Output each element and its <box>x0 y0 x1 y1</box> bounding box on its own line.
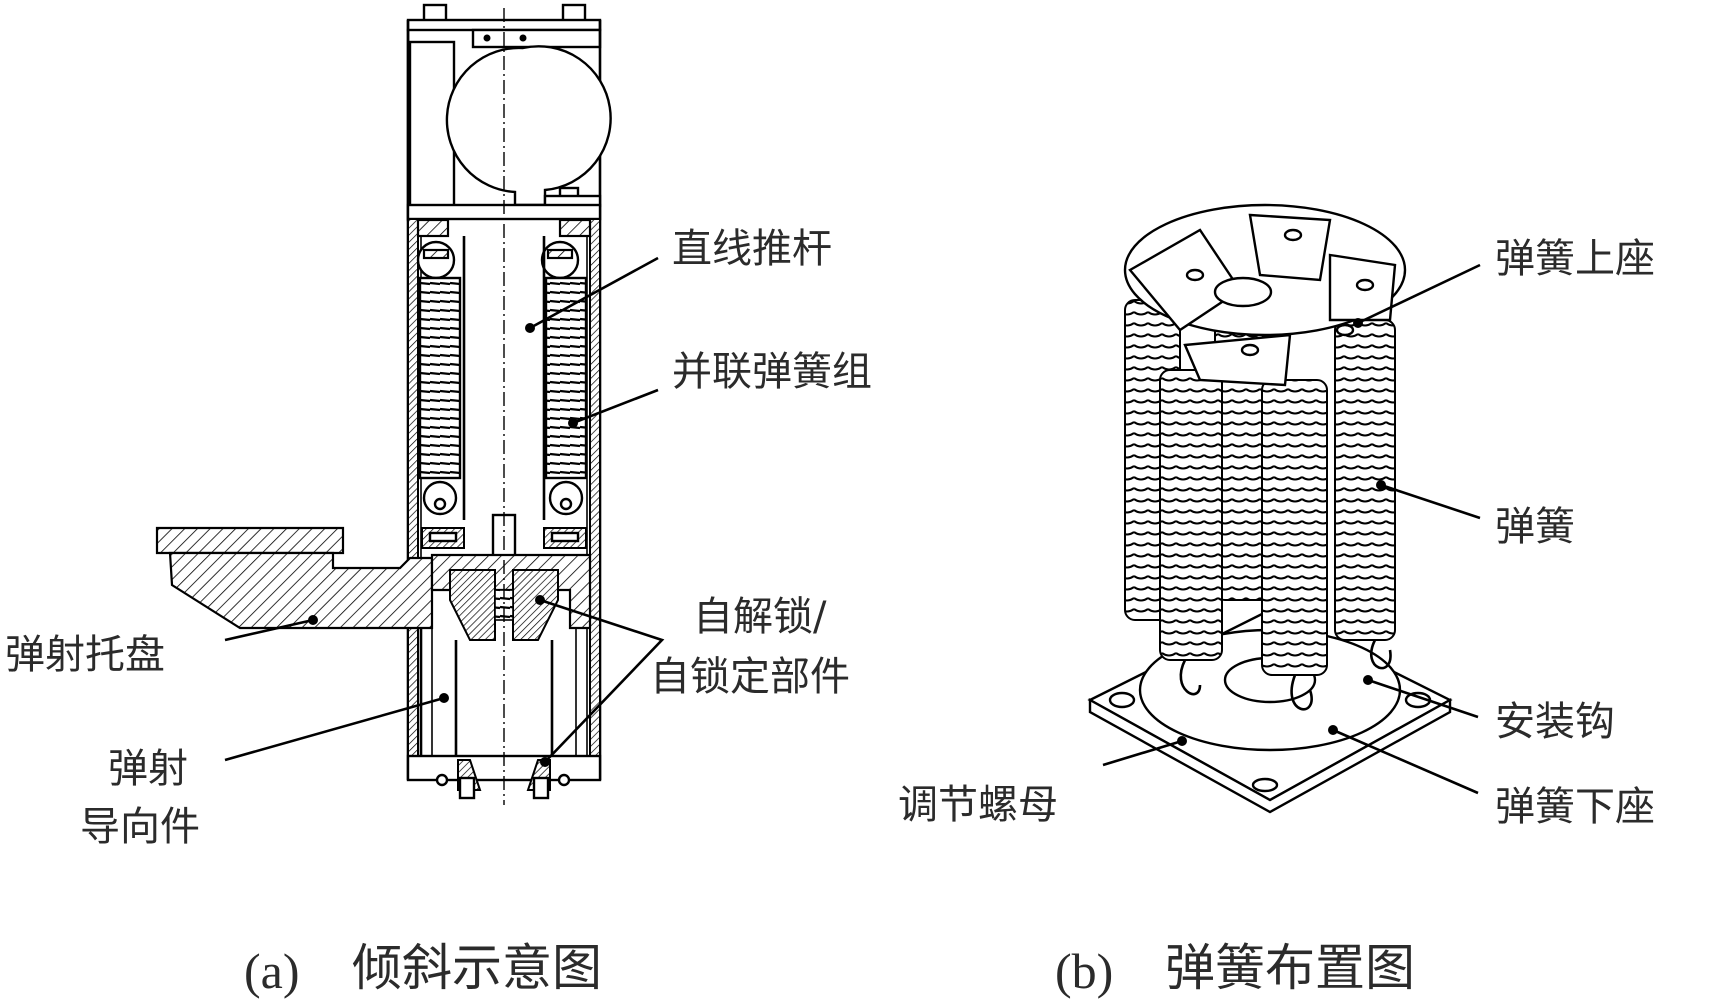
caption-b-text: 弹簧布置图 <box>1165 940 1415 996</box>
lock-jaw-right <box>512 569 559 641</box>
housing-wall-right <box>589 218 601 780</box>
label-self-unlock-line1: 自解锁/ <box>693 594 827 640</box>
caption-b-letter: (b) <box>1055 943 1113 999</box>
leader-lock <box>539 598 665 763</box>
ball-motor <box>445 45 612 207</box>
leader-nut <box>1102 739 1183 767</box>
label-self-unlock-line2: 自锁定部件 <box>650 654 850 700</box>
caption-a-text: 倾斜示意图 <box>352 940 602 996</box>
leader-pushrod <box>529 256 659 330</box>
label-spring: 弹簧 <box>1495 504 1575 550</box>
label-parallel-spring-group: 并联弹簧组 <box>672 349 872 395</box>
spring-left <box>418 276 462 480</box>
leader-spring-group <box>572 388 659 425</box>
label-spring-lower-seat: 弹簧下座 <box>1495 784 1655 830</box>
leader-spring <box>1380 483 1481 520</box>
spring-front-left <box>1159 369 1223 661</box>
label-ejection-guide-line2: 导向件 <box>80 804 200 850</box>
label-spring-upper-seat: 弹簧上座 <box>1495 236 1655 282</box>
leader-tray <box>224 618 314 642</box>
label-linear-pushrod: 直线推杆 <box>672 226 832 272</box>
leader-hook <box>1367 678 1479 719</box>
hook <box>1179 659 1202 696</box>
figure-b-drawing <box>1087 203 1481 814</box>
caption-a-letter: (a) <box>244 943 300 999</box>
label-ejection-tray: 弹射托盘 <box>5 632 165 678</box>
spring-right <box>544 276 588 480</box>
spring-front-center <box>1261 379 1328 676</box>
tray-top-plate <box>155 526 345 555</box>
tray-body <box>168 551 434 630</box>
leader-upper-seat <box>1357 263 1481 325</box>
label-mounting-hook: 安装钩 <box>1495 699 1615 745</box>
spring-right <box>1334 319 1396 641</box>
lock-jaw-left <box>449 569 496 641</box>
leader-guide <box>224 696 445 762</box>
top-bracket <box>471 28 602 49</box>
figure-a-drawing <box>155 3 665 805</box>
label-adjusting-nut: 调节螺母 <box>898 782 1058 828</box>
label-ejection-guide-line1: 弹射 <box>108 746 188 792</box>
leader-lower-seat <box>1332 728 1479 795</box>
housing-wall-left <box>407 218 419 780</box>
